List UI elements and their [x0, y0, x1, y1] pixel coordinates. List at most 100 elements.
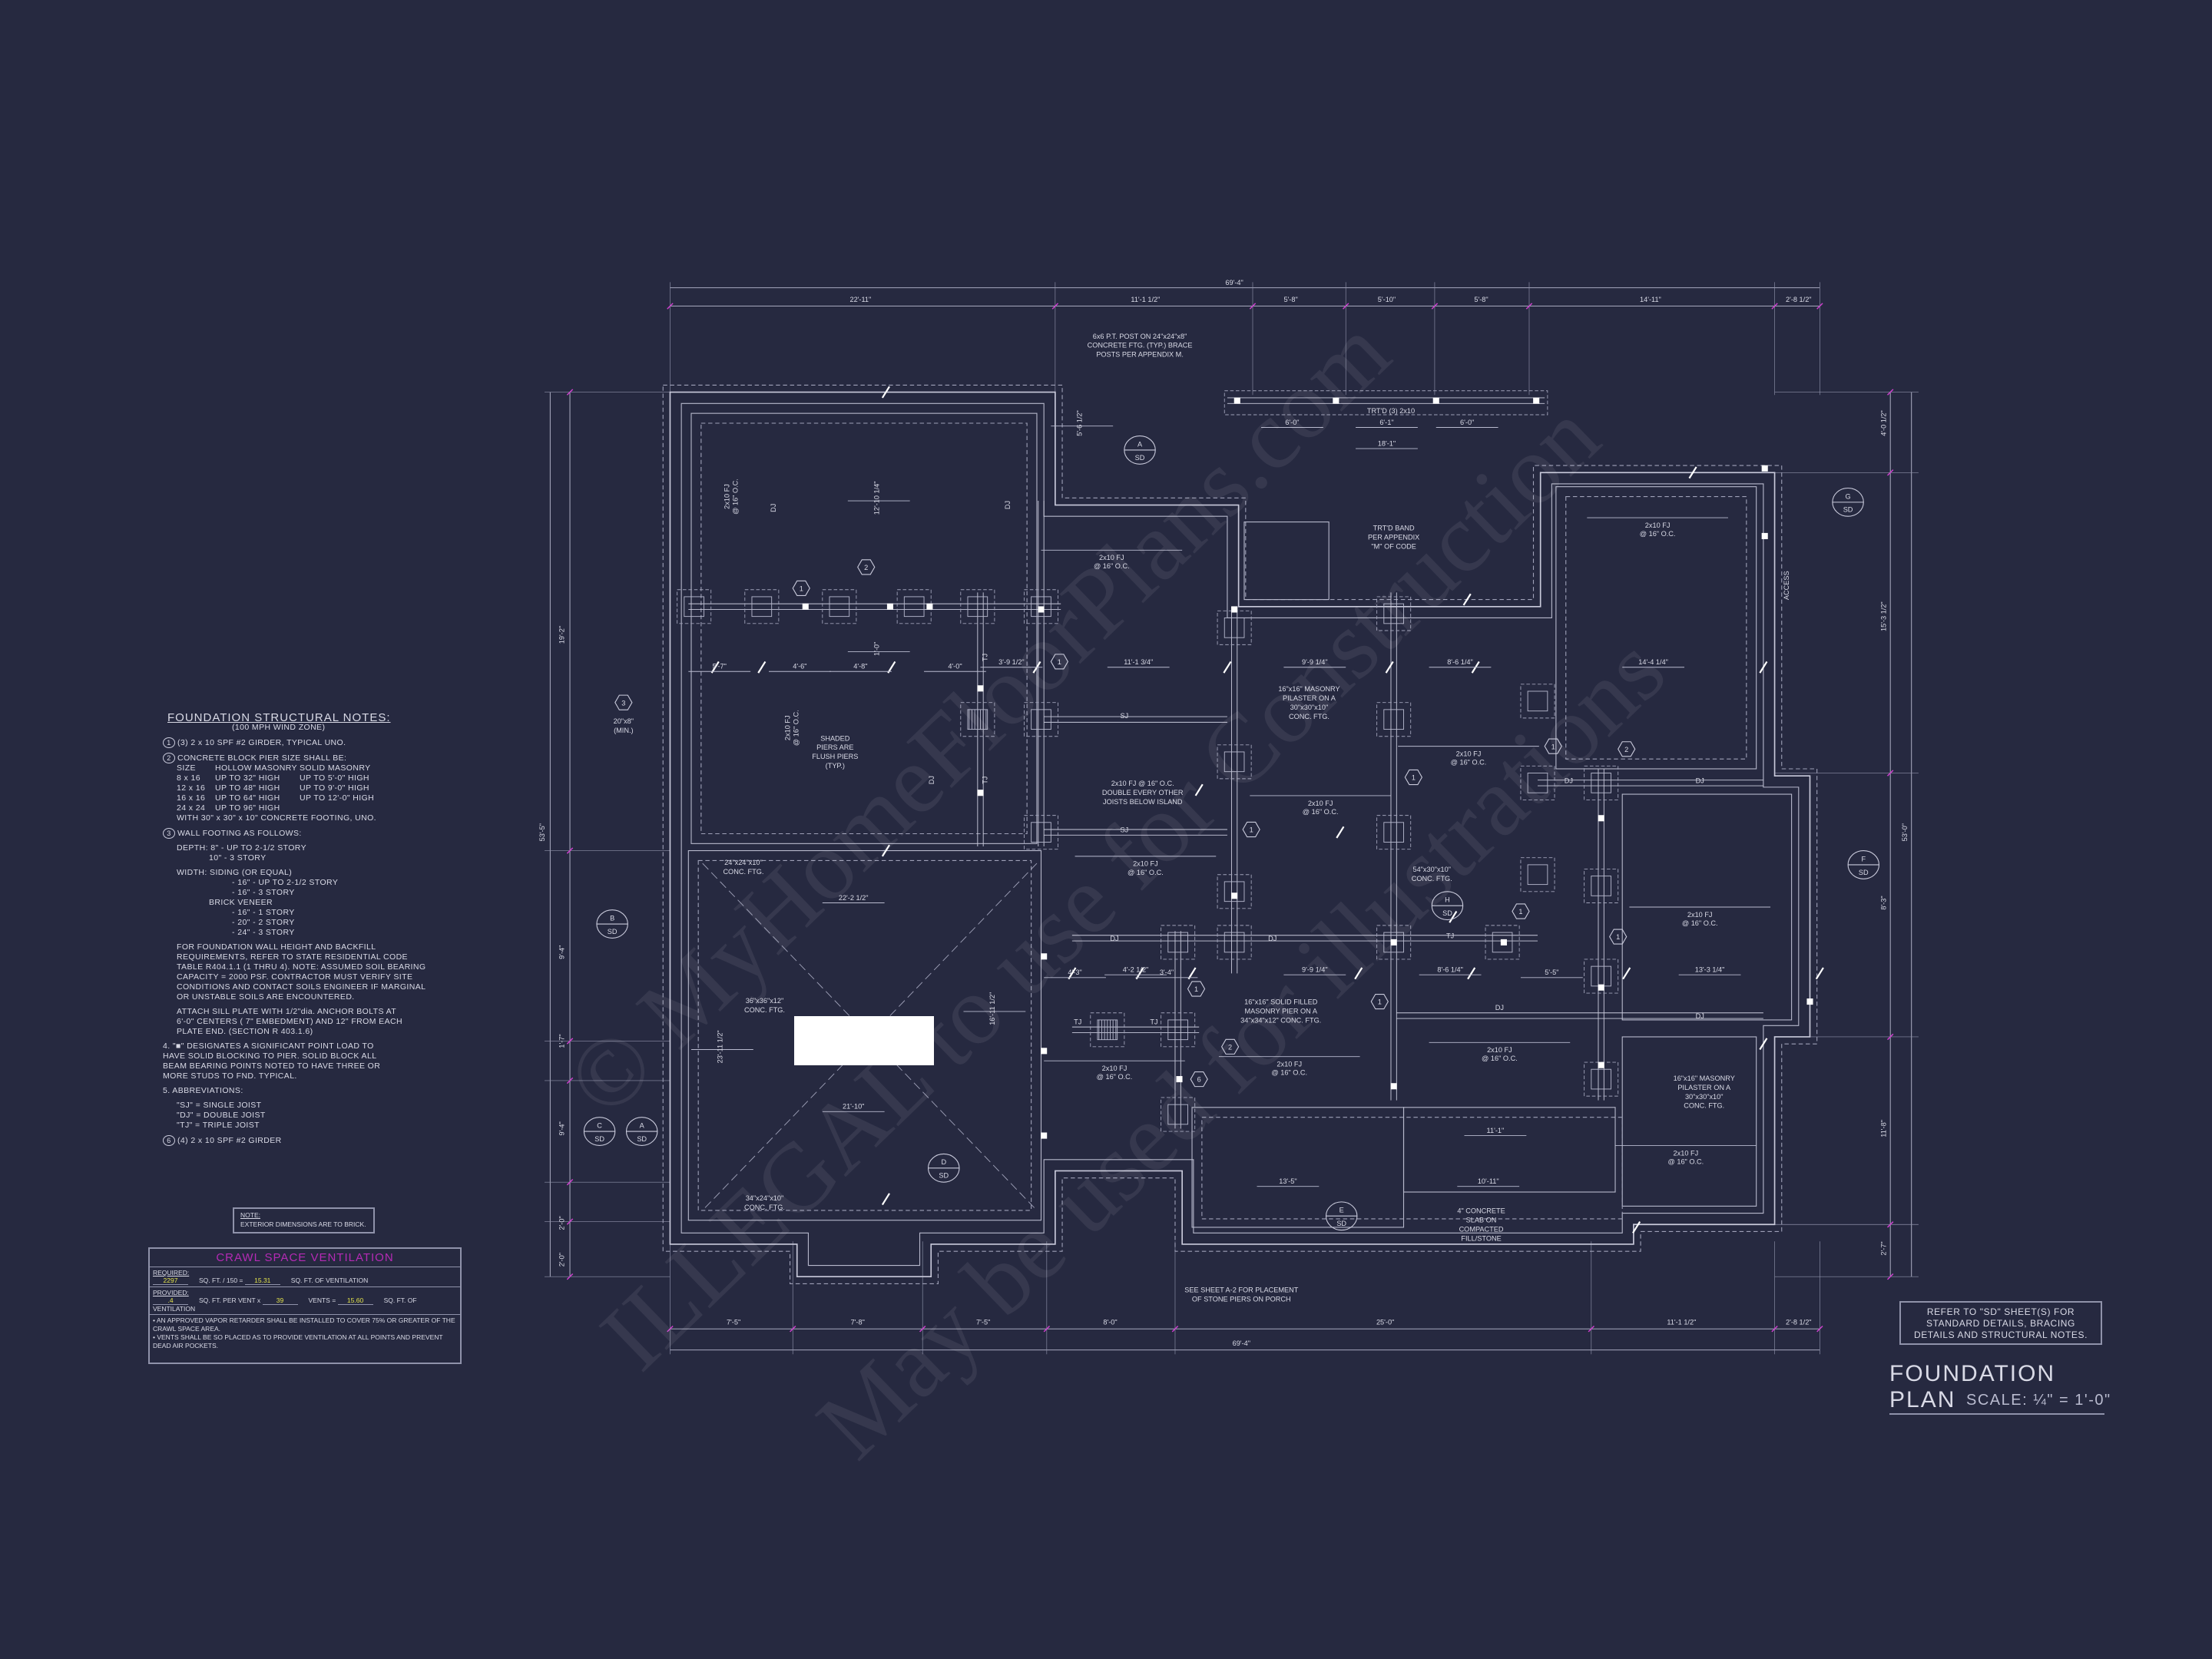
- annotation-text: 16"x16" MASONRY: [1674, 1075, 1735, 1082]
- pier-footing: [1520, 684, 1555, 719]
- dimension-slashes: [710, 386, 1824, 1233]
- annotation-text: 16"x16" SOLID FILLED: [1244, 998, 1318, 1006]
- tag-number: 1: [1412, 774, 1416, 782]
- section-sheet: SD: [1859, 869, 1869, 876]
- pier-footing: [677, 589, 712, 624]
- dimension-interior: 9'-9 1/4": [1302, 658, 1328, 666]
- dimension-right: 53'-0": [1901, 823, 1909, 841]
- section-marker[interactable]: CSD: [583, 1117, 616, 1146]
- section-marker[interactable]: BSD: [596, 909, 628, 939]
- note-text: EXTERIOR DIMENSIONS ARE TO BRICK.: [240, 1220, 366, 1228]
- joist-spacing: @ 16" O.C.: [1271, 1069, 1307, 1077]
- annotation-text: 30"x30"x10": [1685, 1093, 1724, 1101]
- floor-joist-label: 2x10 FJ@ 16" O.C.: [1075, 856, 1217, 876]
- annotation-text: FLUSH PIERS: [812, 753, 858, 760]
- notes-subtitle: (100 MPH WIND ZONE): [232, 723, 326, 732]
- masonry-pier: [1527, 690, 1548, 712]
- table-cell: UP TO 96" HIGH: [215, 803, 280, 813]
- crawl-title: CRAWL SPACE VENTILATION: [150, 1249, 460, 1267]
- tag-number: 6: [1197, 1076, 1201, 1084]
- floor-joist-label: 2x10 FJ@ 16" O.C.: [1615, 1144, 1757, 1165]
- joist-spacing: @ 16" O.C.: [1094, 562, 1130, 570]
- note-5: 5. ABBREVIATIONS:: [163, 1086, 243, 1095]
- dimension-overall-bottom: 69'-4": [1233, 1339, 1250, 1347]
- joist-abbreviation: DJ: [1495, 1004, 1504, 1012]
- section-marker[interactable]: FSD: [1847, 849, 1880, 879]
- section-marker[interactable]: HSD: [1431, 891, 1464, 921]
- notes-title: FOUNDATION STRUCTURAL NOTES:: [167, 711, 391, 724]
- joist-size: 2x10 FJ: [1674, 1149, 1699, 1157]
- plan-title: FOUNDATION PLAN: [1889, 1361, 2104, 1415]
- section-marker[interactable]: ASD: [625, 1117, 658, 1146]
- floor-joist-label: 2x10 FJ@ 16" O.C.: [1041, 549, 1183, 570]
- section-letter: C: [597, 1121, 602, 1129]
- note-2: CONCRETE BLOCK PIER SIZE SHALL BE:: [177, 753, 347, 763]
- section-marker[interactable]: DSD: [927, 1153, 960, 1183]
- joist-size: 2x10 FJ: [724, 484, 731, 509]
- tag-number: 1: [1378, 998, 1382, 1006]
- note-reference-tag: 1: [1187, 981, 1206, 997]
- tag-number: 1: [1058, 658, 1061, 666]
- room-outline: [690, 412, 1038, 844]
- porch-beam: [1224, 390, 1548, 416]
- slab-diagonal: [702, 863, 1038, 1211]
- annotation-text: 16"x16" MASONRY: [1278, 685, 1339, 693]
- annotation-text: OF STONE PIERS ON PORCH: [1192, 1295, 1291, 1303]
- annotation-text: CONC. FTG.: [1412, 875, 1452, 882]
- joist-abbreviation: DJ: [1565, 777, 1573, 784]
- point-load-marker: [1533, 397, 1540, 404]
- point-load-marker: [977, 790, 984, 796]
- dimension-interior: 21'-10": [843, 1103, 864, 1111]
- pier-footing: [1584, 765, 1619, 800]
- text: SQ. FT. OF VENTILATION: [290, 1277, 369, 1284]
- dimension-overall-top: 69'-4": [1225, 279, 1243, 286]
- dimension-interior: 4'-8": [853, 663, 867, 671]
- joist-size: 2x10 FJ: [1099, 554, 1124, 561]
- annotation-text: FILL/STONE: [1461, 1234, 1501, 1242]
- point-load-marker: [1041, 1132, 1048, 1139]
- dimension-left: 9'-4": [558, 945, 566, 959]
- point-load-marker: [1231, 892, 1238, 899]
- table-header: SIZE: [177, 763, 196, 773]
- floor-joist-label: 2x10 FJ@ 16" O.C.: [1044, 1060, 1185, 1081]
- point-load-marker: [977, 685, 984, 692]
- point-load-marker: [1176, 1076, 1183, 1083]
- dimension-bottom: 11'-1 1/2": [1667, 1319, 1696, 1326]
- floor-joist-label: 2x10 FJ@ 16" O.C.: [1250, 795, 1391, 816]
- garage-footing: [697, 859, 1032, 1211]
- dimension-interior: 3'-4": [1160, 969, 1174, 976]
- tag-number: 1: [1518, 908, 1522, 916]
- pier-footing: [1217, 925, 1252, 960]
- annotation-text: SLAB ON: [1466, 1217, 1497, 1224]
- room-outline: [1243, 522, 1330, 601]
- note-4: 4. "■" DESIGNATES A SIGNIFICANT POINT LO…: [163, 1041, 381, 1081]
- masonry-pier: [1527, 773, 1548, 793]
- dimension-interior: 5'-7": [713, 663, 727, 671]
- masonry-pier: [751, 596, 773, 618]
- joist-spacing: @ 16" O.C.: [1097, 1073, 1133, 1081]
- note-reference-tag: 1: [792, 580, 810, 596]
- joist-abbreviation: TJ: [1074, 1018, 1081, 1025]
- masonry-pier: [1167, 1019, 1188, 1041]
- point-load-marker: [1598, 1061, 1604, 1068]
- dimension-interior: 10'-11": [1478, 1177, 1499, 1185]
- masonry-pier: [1224, 751, 1245, 773]
- abbreviation: "TJ" = TRIPLE JOIST: [177, 1121, 260, 1130]
- refer-line: REFER TO "SD" SHEET(S) FOR: [1926, 1306, 2075, 1317]
- abbreviation: "SJ" = SINGLE JOIST: [177, 1101, 262, 1110]
- joist-size: 2x10 FJ: [1645, 522, 1671, 529]
- tag-number: 1: [1616, 933, 1620, 941]
- note-reference-tag: 1: [1609, 929, 1628, 945]
- section-marker[interactable]: ASD: [1124, 435, 1156, 465]
- section-marker[interactable]: ESD: [1325, 1201, 1358, 1231]
- dimension-interior: 11'-1 3/4": [1124, 658, 1153, 666]
- tag-number: 1: [1551, 743, 1555, 750]
- obscured-slab-note: [794, 1016, 934, 1065]
- section-marker[interactable]: GSD: [1832, 487, 1864, 517]
- pier-footing: [1217, 744, 1252, 780]
- table-cell: UP TO 12'-0" HIGH: [300, 793, 375, 803]
- section-sheet: SD: [1442, 909, 1452, 917]
- note-reference-tag: 1: [1050, 654, 1069, 670]
- sill-plate-note: ATTACH SILL PLATE WITH 1/2"dia. ANCHOR B…: [177, 1007, 402, 1036]
- room-outline: [1402, 1107, 1616, 1193]
